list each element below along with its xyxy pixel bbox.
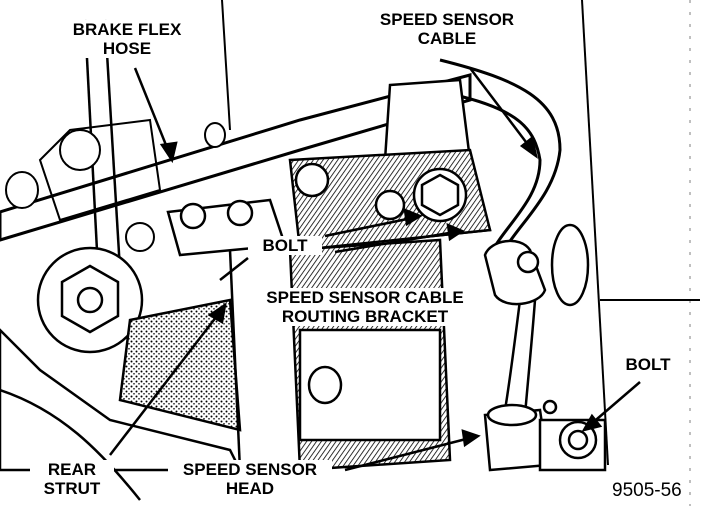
routing-bracket-label: SPEED SENSOR CABLE ROUTING BRACKET	[248, 288, 482, 326]
leader-lines	[109, 67, 641, 472]
right-bolt	[542, 399, 598, 460]
speed-sensor-cable-label: SPEED SENSOR CABLE	[360, 10, 534, 48]
frame-lines	[221, 0, 700, 506]
bolt-upper-label: BOLT	[248, 236, 322, 255]
bolt-right-label: BOLT	[618, 355, 678, 374]
figure-number: 9505-56	[612, 480, 682, 501]
brake-flex-hose-label: BRAKE FLEX HOSE	[70, 20, 184, 58]
rear-strut-label: REAR STRUT	[30, 460, 114, 506]
strut-bolt	[36, 246, 144, 354]
speed-sensor-head-label: SPEED SENSOR HEAD	[168, 460, 332, 506]
cable-clip	[483, 223, 590, 307]
background-hardware	[5, 118, 226, 252]
bracket-bolt	[374, 167, 468, 223]
